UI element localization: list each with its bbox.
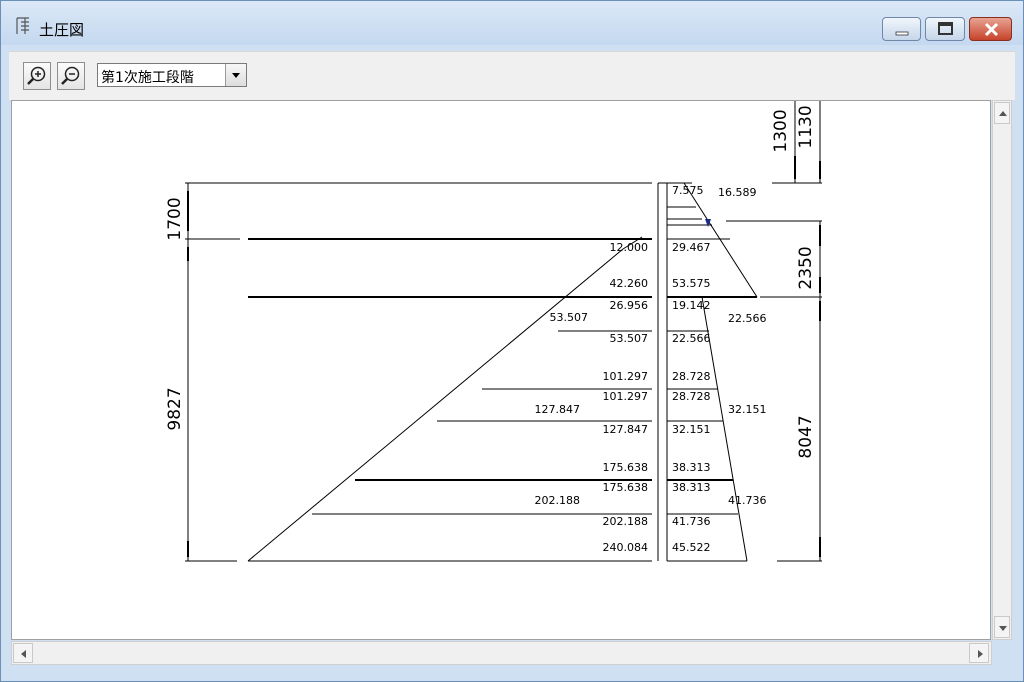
zoom-in-icon [27,66,46,85]
right-value: 28.728 [672,370,711,383]
left-value: 240.084 [603,541,649,554]
minimize-button[interactable] [882,17,921,41]
vertical-scrollbar[interactable] [992,100,1012,640]
left-value: 101.297 [603,370,649,383]
construction-stage-select[interactable]: 第1次施工段階 [97,63,247,87]
dimension-8047: 8047 [796,415,816,458]
title-bar[interactable]: 土圧図 [1,1,1023,45]
zoom-in-button[interactable] [23,62,51,90]
chevron-down-icon [999,626,1007,631]
left-value: 202.188 [603,515,649,528]
diagram-lines [185,101,822,562]
right-mid-label: 22.566 [728,312,767,325]
drawing-canvas[interactable]: 1700 9827 1300 1130 2350 8047 12.000 42.… [11,100,991,640]
left-value: 12.000 [610,241,649,254]
dropdown-arrow-button[interactable] [225,64,246,86]
right-value: 22.566 [672,332,711,345]
left-value: 175.638 [603,461,649,474]
right-mid-label: 16.589 [718,186,757,199]
left-value: 101.297 [603,390,649,403]
dimension-2350: 2350 [796,246,816,289]
right-value: 29.467 [672,241,711,254]
right-value: 38.313 [672,481,711,494]
right-value: 53.575 [672,277,711,290]
right-value: 32.151 [672,423,711,436]
minimize-icon [895,31,909,36]
left-value: 26.956 [610,299,649,312]
right-value: 38.313 [672,461,711,474]
left-value: 42.260 [610,277,649,290]
left-mid-label: 202.188 [535,494,581,507]
left-mid-label: 53.507 [550,311,589,324]
chevron-down-icon [232,73,240,78]
app-icon [16,17,29,34]
chevron-up-icon [999,111,1007,116]
left-value: 127.847 [603,423,649,436]
right-mid-label: 41.736 [728,494,767,507]
toolbar: 第1次施工段階 [9,51,1015,100]
left-mid-label: 127.847 [535,403,581,416]
right-value: 45.522 [672,541,711,554]
close-icon [984,22,999,37]
earth-pressure-diagram: 1700 9827 1300 1130 2350 8047 12.000 42.… [165,101,822,562]
scroll-up-button[interactable] [994,102,1010,124]
close-button[interactable] [969,17,1012,41]
chevron-left-icon [21,650,26,658]
dimension-1300: 1300 [771,109,791,152]
right-value: 41.736 [672,515,711,528]
right-value: 28.728 [672,390,711,403]
scroll-left-button[interactable] [13,643,33,663]
water-level-icon [705,219,711,227]
left-value: 175.638 [603,481,649,494]
right-value: 19.142 [672,299,711,312]
chevron-right-icon [978,650,983,658]
construction-stage-value: 第1次施工段階 [101,70,194,86]
right-mid-label: 32.151 [728,403,767,416]
left-value: 53.507 [610,332,649,345]
maximize-button[interactable] [925,17,965,41]
scroll-right-button[interactable] [969,643,989,663]
dimension-9827: 9827 [165,387,185,430]
zoom-out-icon [61,66,80,85]
window-title: 土圧図 [39,21,85,39]
zoom-out-button[interactable] [57,62,85,90]
horizontal-scrollbar[interactable] [11,641,992,665]
dimension-1130: 1130 [796,105,816,148]
maximize-icon [938,22,953,35]
scroll-down-button[interactable] [994,616,1010,638]
right-value: 7.575 [672,184,704,197]
dimension-1700: 1700 [165,197,185,240]
